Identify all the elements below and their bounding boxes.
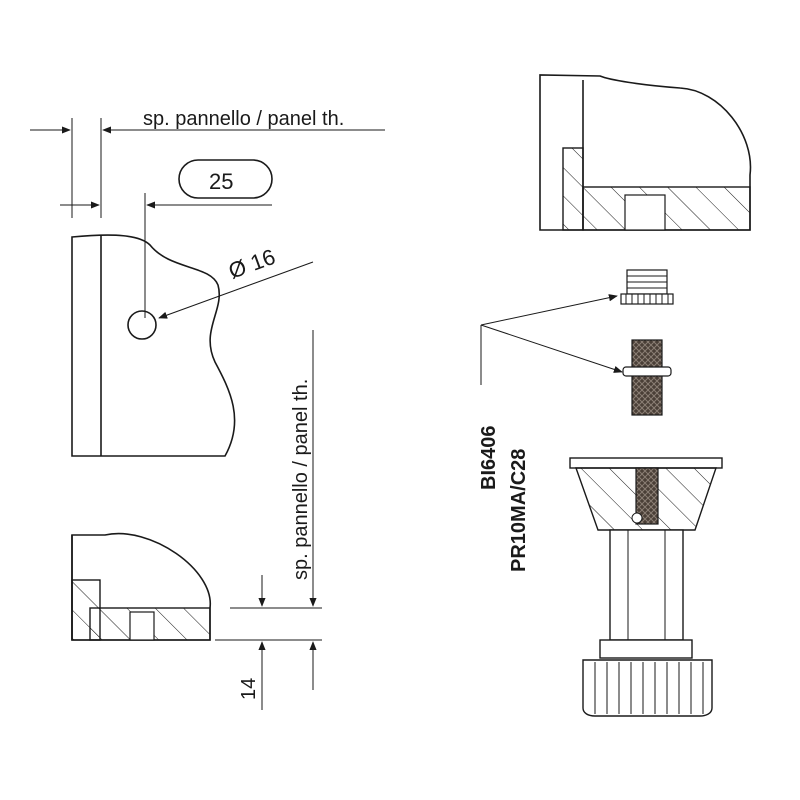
part-code-leaders: BI6406 PR10MA/C28 (478, 294, 623, 572)
threaded-insert-bi6406 (620, 269, 674, 305)
panel-thickness-label-top: sp. pannello / panel th. (143, 108, 344, 130)
slot-width-label: 25 (209, 169, 233, 194)
panel-thickness-dimension-side: sp. pannello / panel th. (290, 330, 314, 605)
part-code-bi6406: BI6406 (478, 426, 500, 491)
panel-front-view: Ø 16 (71, 234, 314, 457)
panel-thickness-label-side: sp. pannello / panel th. (290, 379, 312, 580)
cabinet-section-view (539, 74, 752, 231)
part-code-pr10ma-c28: PR10MA/C28 (508, 449, 530, 572)
panel-section-view (71, 532, 211, 641)
height-offset-label: 14 (238, 678, 260, 700)
threaded-screw-pr10ma (622, 339, 672, 416)
adjustable-foot (569, 457, 723, 717)
hole (127, 310, 157, 340)
panel-thickness-dimension-top: sp. pannello / panel th. (30, 108, 385, 218)
height-offset-dimension: 14 (215, 575, 322, 710)
slot-dimension: 25 (60, 159, 273, 318)
